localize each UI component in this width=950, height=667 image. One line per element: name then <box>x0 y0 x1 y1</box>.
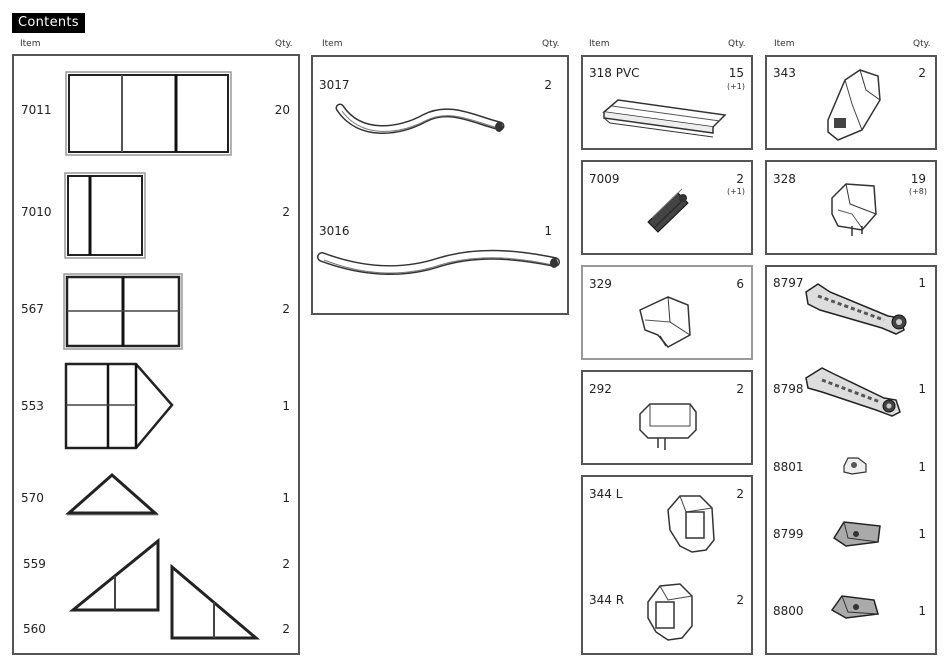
part-8800-image <box>0 0 950 667</box>
